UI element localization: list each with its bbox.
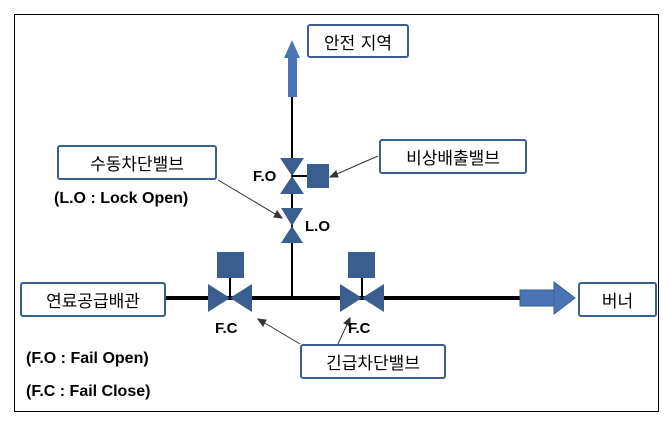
right-shutoff-valve-icon bbox=[340, 252, 384, 312]
right-valve-tag: F.C bbox=[348, 320, 371, 337]
manual-valve-tag: L.O bbox=[305, 218, 330, 235]
vent-valve-icon bbox=[280, 158, 329, 194]
burner-box: 버너 bbox=[578, 282, 657, 317]
left-shutoff-valve-icon bbox=[208, 252, 252, 312]
manual-valve-icon bbox=[281, 208, 303, 243]
leader-manual-valve bbox=[217, 179, 284, 219]
left-actuator-icon bbox=[217, 252, 244, 278]
fail-close-note: (F.C : Fail Close) bbox=[26, 383, 151, 400]
manual-valve-box: 수동차단밸브 bbox=[57, 145, 217, 180]
diagram-frame bbox=[14, 14, 659, 412]
right-arrow-icon bbox=[519, 280, 576, 316]
lock-open-note: (L.O : Lock Open) bbox=[54, 190, 189, 207]
right-actuator-icon bbox=[348, 252, 375, 278]
vent-actuator-icon bbox=[307, 164, 329, 188]
fuel-pipe-box: 연료공급배관 bbox=[20, 282, 166, 317]
leader-left-shutoff bbox=[256, 318, 301, 345]
fail-open-note: (F.O : Fail Open) bbox=[26, 350, 149, 367]
up-arrow-icon bbox=[284, 40, 300, 97]
vent-valve-tag: F.O bbox=[253, 168, 277, 185]
safe-area-box: 안전 지역 bbox=[307, 24, 409, 58]
leader-vent-valve bbox=[328, 155, 379, 178]
leader-right-shutoff bbox=[337, 316, 351, 345]
left-valve-tag: F.C bbox=[215, 320, 238, 337]
emergency-vent-valve-box: 비상배출밸브 bbox=[379, 139, 527, 174]
emergency-shutoff-valve-box: 긴급차단밸브 bbox=[300, 344, 446, 379]
